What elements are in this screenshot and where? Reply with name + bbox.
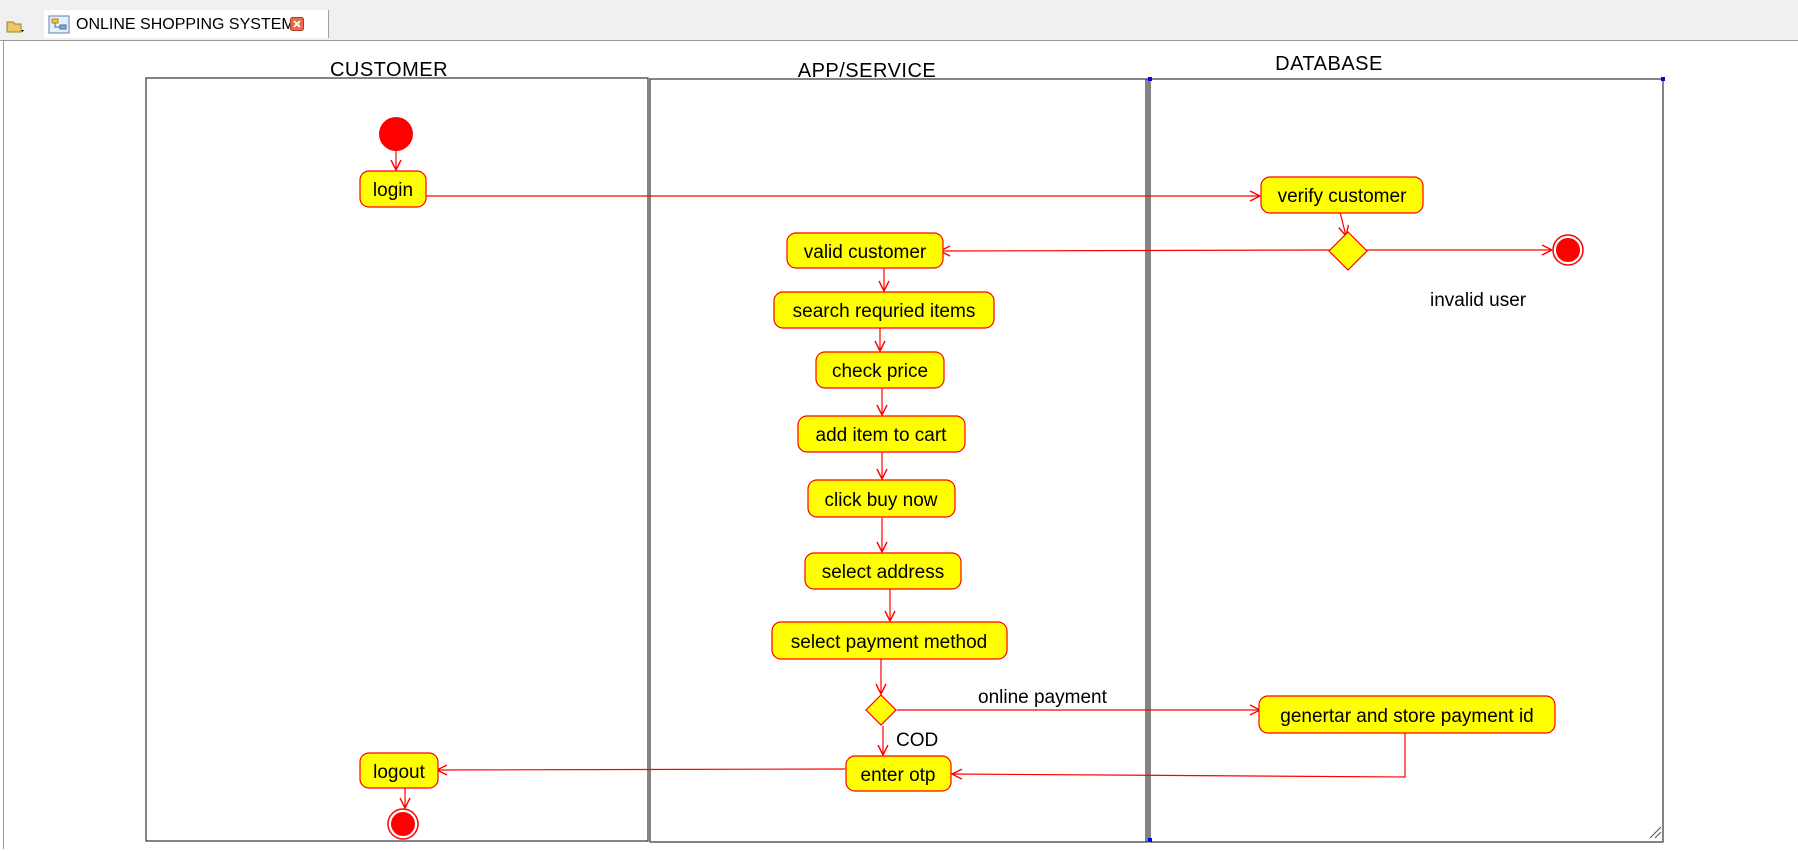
action-click-buy-now-label: click buy now bbox=[825, 490, 938, 511]
action-logout-label: logout bbox=[373, 762, 425, 783]
action-enter-otp-label: enter otp bbox=[861, 765, 936, 786]
selection-handle[interactable] bbox=[1148, 77, 1152, 81]
tab-online-shopping-system[interactable]: ONLINE SHOPPING SYSTEM bbox=[44, 10, 329, 38]
action-logout[interactable]: logout bbox=[359, 752, 439, 789]
action-enter-otp[interactable]: enter otp bbox=[845, 755, 952, 792]
selection-handle[interactable] bbox=[1148, 838, 1152, 842]
lane-database bbox=[1149, 78, 1664, 843]
action-store-payment-id[interactable]: genertar and store payment id bbox=[1258, 695, 1556, 734]
action-store-payment-id-label: genertar and store payment id bbox=[1280, 706, 1534, 727]
edge-decision-valid bbox=[940, 250, 1331, 251]
lane-title-database: DATABASE bbox=[1275, 53, 1383, 75]
action-valid-customer-label: valid customer bbox=[804, 242, 927, 263]
action-search-items[interactable]: search requried items bbox=[773, 291, 995, 329]
lane-app-service bbox=[649, 78, 1149, 843]
close-icon[interactable] bbox=[290, 17, 304, 31]
resize-grip-icon[interactable] bbox=[1649, 826, 1662, 839]
action-verify-customer[interactable]: verify customer bbox=[1260, 176, 1424, 214]
action-check-price[interactable]: check price bbox=[815, 351, 945, 389]
folder-dropdown-icon[interactable] bbox=[6, 18, 28, 34]
edge-otp-logout bbox=[437, 769, 846, 770]
editor-tab-bar: ONLINE SHOPPING SYSTEM bbox=[0, 8, 1798, 41]
initial-node bbox=[379, 117, 413, 151]
lane-title-customer: CUSTOMER bbox=[330, 59, 448, 81]
action-select-address-label: select address bbox=[822, 562, 945, 583]
selection-handle[interactable] bbox=[1661, 77, 1665, 81]
action-login-label: login bbox=[373, 180, 413, 201]
label-invalid-user: invalid user bbox=[1430, 290, 1527, 311]
action-add-to-cart[interactable]: add item to cart bbox=[797, 415, 966, 453]
label-cod: COD bbox=[896, 730, 938, 751]
tab-label: ONLINE SHOPPING SYSTEM bbox=[76, 16, 295, 33]
action-select-payment[interactable]: select payment method bbox=[771, 621, 1008, 660]
final-node-invalid bbox=[1552, 234, 1584, 266]
edge-store-otp bbox=[952, 733, 1406, 777]
action-check-price-label: check price bbox=[832, 361, 928, 382]
edges bbox=[396, 150, 1552, 808]
final-node-logout bbox=[387, 808, 419, 840]
action-select-address[interactable]: select address bbox=[804, 552, 962, 590]
action-add-to-cart-label: add item to cart bbox=[816, 425, 948, 446]
action-select-payment-label: select payment method bbox=[791, 632, 987, 653]
decision-verify[interactable] bbox=[1328, 231, 1368, 271]
diagram-icon bbox=[48, 15, 72, 35]
decision-payment[interactable] bbox=[865, 694, 897, 726]
action-search-items-label: search requried items bbox=[793, 301, 976, 322]
label-online-payment: online payment bbox=[978, 687, 1108, 708]
action-valid-customer[interactable]: valid customer bbox=[786, 232, 944, 269]
action-verify-customer-label: verify customer bbox=[1278, 186, 1407, 207]
lane-title-app-service: APP/SERVICE bbox=[798, 60, 937, 82]
action-click-buy-now[interactable]: click buy now bbox=[807, 479, 956, 518]
action-login[interactable]: login bbox=[359, 170, 427, 208]
edge-verify-decision bbox=[1340, 211, 1346, 236]
lane-customer bbox=[145, 77, 649, 842]
